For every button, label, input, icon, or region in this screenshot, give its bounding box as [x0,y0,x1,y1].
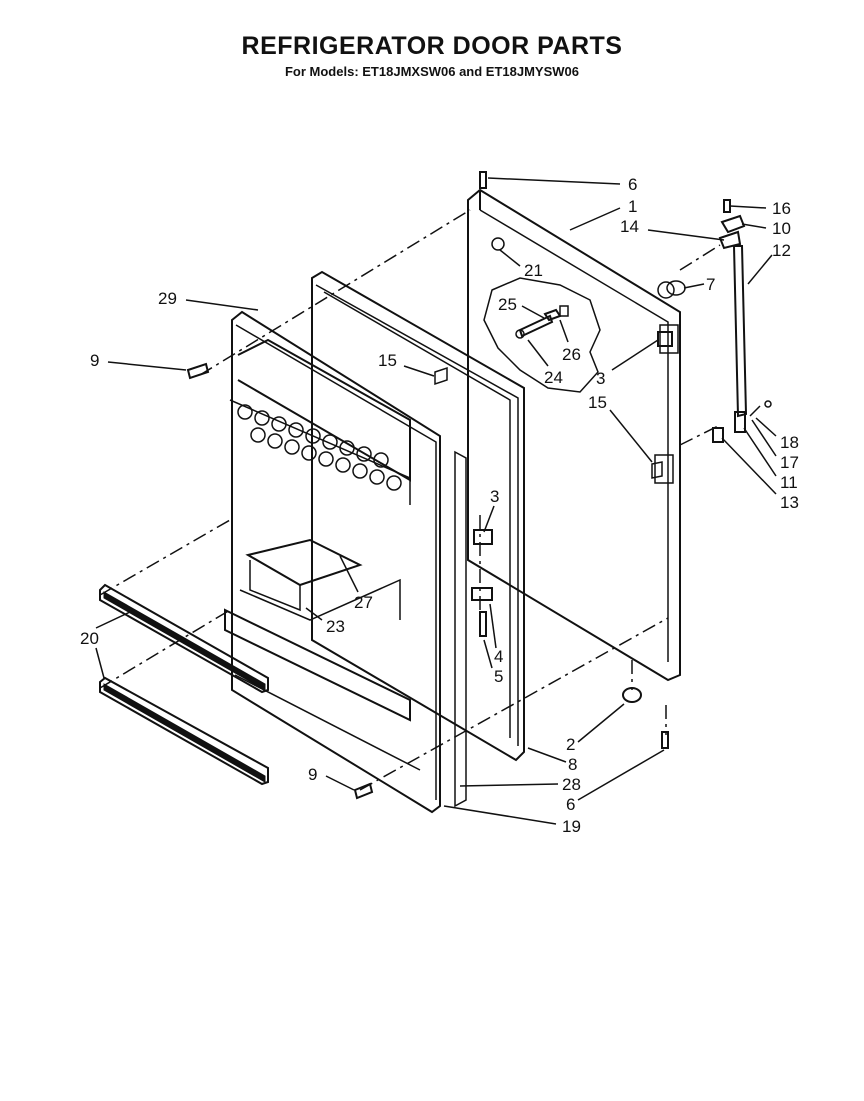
callout-15-left: 15 [378,351,397,370]
callout-5: 5 [494,667,503,686]
callout-28: 28 [562,775,581,794]
outer-door-panel [467,188,681,682]
models-subtitle: For Models: ET18JMXSW06 and ET18JMYSW06 [284,64,580,79]
leader-lines [95,177,777,825]
callout-11: 11 [780,473,798,492]
callout-18: 18 [780,433,799,452]
callout-6-bottom: 6 [566,795,575,814]
callout-3-center: 3 [490,487,499,506]
callout-27: 27 [354,593,373,612]
callout-8: 8 [568,755,577,774]
callout-23: 23 [326,617,345,636]
callout-9-bottom: 9 [308,765,317,784]
callout-9-top: 9 [90,351,99,370]
callout-17: 17 [780,453,799,472]
callout-12: 12 [772,241,791,260]
callout-13: 13 [780,493,799,512]
callout-21: 21 [524,261,543,280]
callout-25: 25 [498,295,517,314]
callout-4: 4 [494,647,503,666]
callout-29: 29 [158,289,177,308]
hardware-parts [186,171,772,800]
door-gasket-frame [311,270,525,762]
callout-14: 14 [620,217,639,236]
door-shelf-bars [99,583,269,786]
inner-door-liner [224,310,467,814]
callout-7: 7 [706,275,715,294]
egg-tray-cups [237,404,402,491]
detail-inset [483,277,601,393]
callout-1: 1 [628,197,637,216]
callout-16: 16 [772,199,791,218]
callout-15-right: 15 [588,393,607,412]
callout-2: 2 [566,735,575,754]
callout-3-right: 3 [596,369,605,388]
callout-24: 24 [544,368,563,387]
callout-19: 19 [562,817,581,836]
callout-20: 20 [80,629,99,648]
callout-10: 10 [772,219,791,238]
page-title: REFRIGERATOR DOOR PARTS [241,32,623,60]
callout-6-top: 6 [628,175,637,194]
callout-labels: 6 1 16 10 14 12 21 7 29 25 26 9 15 24 3 … [80,175,799,836]
callout-26: 26 [562,345,581,364]
